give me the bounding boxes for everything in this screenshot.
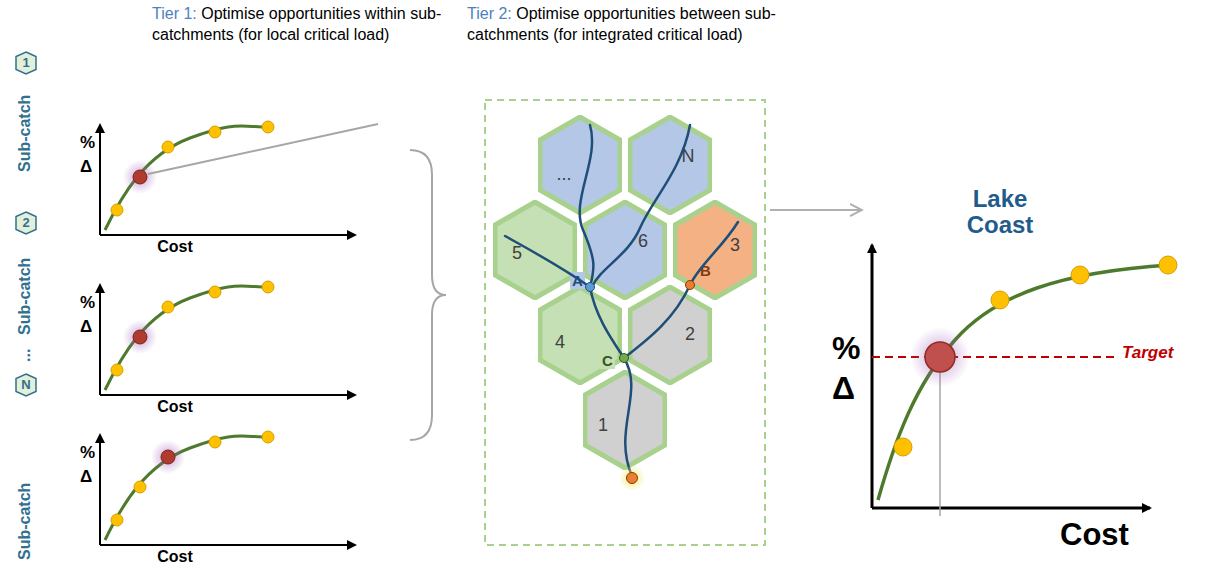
axis-label: Δ [80, 467, 92, 487]
lake-chart [872, 245, 1177, 516]
subcatchment-label: Sub-catch [16, 258, 34, 335]
brace [410, 150, 446, 440]
tier-label: Tier 1: [152, 5, 197, 22]
subcatchment-number: 1 [596, 416, 610, 436]
tier-label: Tier 2: [467, 5, 512, 22]
subcatchment-hexagon: N [628, 115, 712, 215]
ellipsis-label: ... [16, 349, 34, 362]
tier-description: Optimise opportunities between sub-catch… [467, 5, 776, 43]
node-point-label: A [570, 272, 585, 289]
axis-label: % [80, 293, 95, 313]
subcatchment-hexagon: 2 [628, 285, 712, 385]
node-point-label: C [600, 352, 615, 369]
target-label: Target [1122, 343, 1173, 363]
hexagon-outline [673, 200, 757, 300]
subcatchment-hexagon: 3 [673, 200, 757, 300]
axis-label: Δ [80, 157, 92, 177]
badge-hexagon: 1 [14, 50, 38, 76]
node-point-label: B [698, 262, 713, 279]
axis-label: % [80, 133, 95, 153]
subcatchment-hexagon: 1 [583, 370, 667, 470]
hexagon-outline [628, 115, 712, 215]
subcatchment-hexagon: 6 [583, 200, 667, 300]
axis-label: Cost [140, 398, 210, 416]
tier-heading: Tier 1: Optimise opportunities within su… [152, 4, 487, 46]
hexagon-outline [493, 200, 577, 300]
badge-number: N [19, 378, 32, 392]
dashed-frame [485, 100, 765, 545]
hexagon-outline [538, 115, 622, 215]
axis-label: Δ [832, 370, 855, 407]
subcatchment-hexagon: ... [538, 115, 622, 215]
subcatchment-number: 4 [553, 333, 567, 353]
badge-hexagon: 2 [14, 210, 38, 236]
subcatchment-hexagon: 5 [493, 200, 577, 300]
subcatchment-number: 3 [728, 236, 742, 256]
axis-label: Cost [140, 548, 210, 566]
chart-title: Lake Coast [950, 186, 1050, 239]
flow-arrow [770, 209, 862, 211]
mini-chart [100, 431, 355, 545]
subcatchment-hexagon: 4 [538, 285, 622, 385]
axis-label: % [832, 330, 860, 367]
tier-heading: Tier 2: Optimise opportunities between s… [467, 4, 817, 46]
hexagon-outline [628, 285, 712, 385]
mini-chart [100, 281, 355, 395]
hexagon-outline [583, 200, 667, 300]
subcatchment-number: 5 [510, 244, 524, 264]
axis-label: Δ [80, 317, 92, 337]
badge-number: 2 [20, 216, 31, 230]
axis-label: Cost [140, 238, 210, 256]
subcatchment-number: N [680, 147, 697, 167]
subcatchment-number: ... [554, 165, 573, 185]
subcatchment-number: 2 [683, 325, 697, 345]
axis-label: % [80, 443, 95, 463]
optimum-dots [123, 160, 185, 474]
subcatchment-label: Sub-catch [16, 95, 34, 172]
axis-label: Cost [1060, 517, 1129, 553]
badge-number: 1 [20, 56, 31, 70]
subcatchment-number: 6 [636, 232, 650, 252]
subcatchment-label: Sub-catch [16, 483, 34, 560]
hexagon-outline [538, 285, 622, 385]
leader-line [148, 124, 378, 174]
badge-hexagon: N [14, 372, 38, 398]
